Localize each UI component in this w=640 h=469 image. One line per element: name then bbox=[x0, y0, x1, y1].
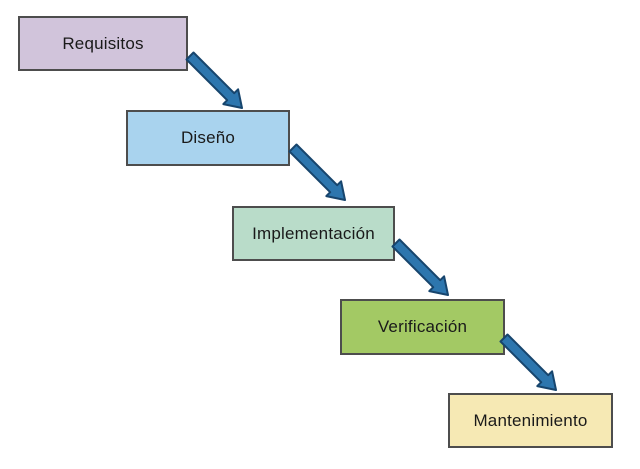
stage-box-mantenimiento: Mantenimiento bbox=[448, 393, 613, 448]
stage-box-requisitos: Requisitos bbox=[18, 16, 188, 71]
arrow-down-right-icon bbox=[288, 143, 346, 201]
arrow-down-right-icon bbox=[185, 51, 243, 109]
stage-label-requisitos: Requisitos bbox=[62, 33, 144, 53]
arrow-down-right-icon bbox=[499, 333, 557, 391]
stage-label-diseno: Diseño bbox=[180, 128, 236, 147]
stage-box-implementacion: Implementación bbox=[232, 206, 395, 261]
stage-label-verificacion: Verificación bbox=[377, 317, 468, 336]
stage-label-mantenimiento: Mantenimiento bbox=[473, 410, 588, 430]
stage-box-verificacion: Verificación bbox=[340, 299, 505, 355]
arrow-down-right-icon bbox=[391, 238, 449, 296]
stage-box-diseno: Diseño bbox=[126, 110, 290, 166]
stage-label-implementacion: Implementación bbox=[252, 223, 375, 243]
